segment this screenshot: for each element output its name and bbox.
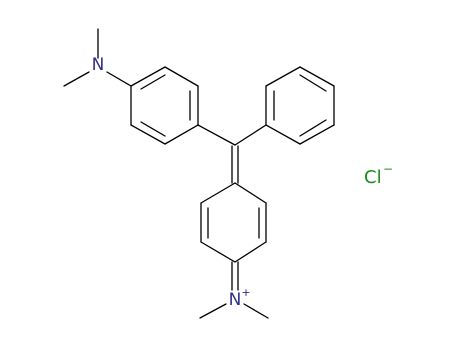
bond-left-ring-inner <box>140 121 166 137</box>
bond-iminium-methyl-right <box>243 303 269 319</box>
bond-quinoid-ring <box>200 182 236 204</box>
bond-left-ring <box>130 124 166 145</box>
bond-layer <box>63 28 335 319</box>
bond-left-ring-inner <box>140 74 166 90</box>
bond-phenyl-ring <box>265 124 301 145</box>
bottom-nitrogen-charge: + <box>241 286 250 299</box>
bond-quinoid-ring <box>234 182 267 204</box>
bond-iminium-methyl-left <box>199 303 227 319</box>
bond-phenyl-ring-inner <box>299 74 327 92</box>
bond-phenyl-ring <box>265 66 301 87</box>
bottom-nitrogen-label: N <box>229 290 242 310</box>
bond-quinoid-ring <box>200 241 236 263</box>
chloride-label: Cl <box>364 167 382 188</box>
bond-n-methyl-left <box>63 71 90 87</box>
chloride-charge: − <box>383 162 393 176</box>
bond-phenyl-ring-inner <box>299 119 327 137</box>
bond-quinoid-ring <box>234 241 267 263</box>
bond-left-ring <box>130 66 166 87</box>
bond-left-ring <box>164 124 199 145</box>
bond-n-ring <box>106 71 132 87</box>
bond-phenyl-ring <box>299 124 335 145</box>
bond-left-ring <box>164 66 199 87</box>
bond-center-to-phenyl <box>234 124 267 146</box>
top-nitrogen-label: N <box>92 55 105 75</box>
bond-left-ring-to-center <box>197 124 236 146</box>
bond-phenyl-ring <box>299 66 335 87</box>
